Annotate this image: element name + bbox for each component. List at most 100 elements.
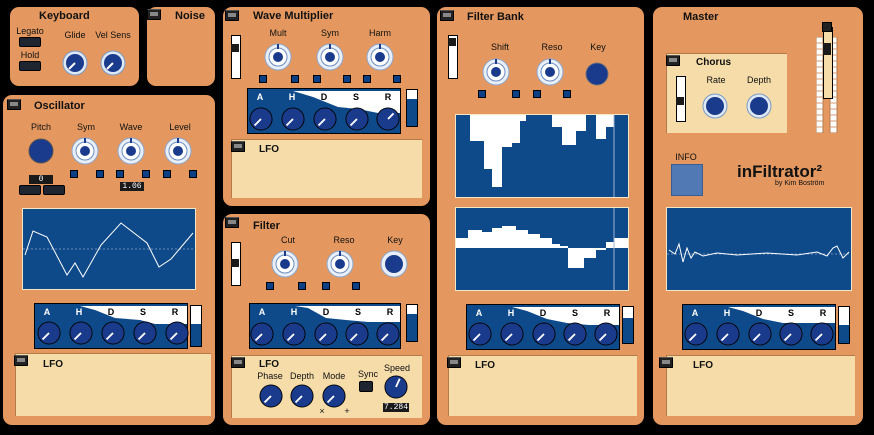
shift-lfo-led[interactable] [478,90,486,98]
filter-slider[interactable] [231,242,241,286]
level-lfo-led[interactable] [163,170,171,178]
fb-lfo-toggle[interactable] [447,357,461,368]
fb-release-knob[interactable] [594,322,618,346]
mult-lfo-led[interactable] [259,75,267,83]
oscillator-attack-knob[interactable] [37,321,61,345]
glide-knob[interactable] [62,50,88,76]
cut-knob[interactable] [271,250,299,278]
wm-sym-knob[interactable] [316,43,344,71]
sym-env-led[interactable] [96,170,104,178]
filter-decay-knob[interactable] [314,322,338,346]
level-knob[interactable] [164,137,192,165]
volume-meter [815,36,838,134]
shift-env-led[interactable] [512,90,520,98]
level-env-led[interactable] [189,170,197,178]
fb-reso-knob[interactable] [536,58,564,86]
master-attack-knob[interactable] [684,322,708,346]
master-sustain-knob[interactable] [779,322,803,346]
oscillator-release-knob[interactable] [165,321,189,345]
oscillator-lfo-toggle[interactable] [14,355,28,366]
filter-bank-shape-display[interactable] [455,207,629,291]
wm-sym-lfo-led[interactable] [313,75,321,83]
info-button[interactable] [671,164,703,196]
master-volume-slider[interactable] [823,27,833,99]
harm-env-led[interactable] [393,75,401,83]
vel-sens-knob[interactable] [100,50,126,76]
master-hold-knob[interactable] [716,322,740,346]
master-env-level-bar[interactable] [838,306,850,344]
legato-button[interactable] [19,37,41,47]
filter-lfo-toggle[interactable] [231,357,245,368]
harm-knob[interactable] [366,43,394,71]
wm-release-knob[interactable] [376,107,400,131]
filter-sustain-knob[interactable] [345,322,369,346]
mult-env-led[interactable] [291,75,299,83]
filter-toggle[interactable] [225,217,239,228]
cut-lfo-led[interactable] [266,282,274,290]
pitch-up-button[interactable] [43,185,65,195]
wave-multiplier-toggle[interactable] [225,10,239,21]
fb-key-knob[interactable] [585,62,609,86]
chorus-toggle[interactable] [666,55,680,66]
wave-lfo-led[interactable] [116,170,124,178]
chorus-depth-knob[interactable] [746,93,772,119]
shift-knob[interactable] [482,58,510,86]
filter-reso-lfo-led[interactable] [322,282,330,290]
filter-release-knob[interactable] [376,322,400,346]
lfo-mode-knob[interactable] [322,384,346,408]
pitch-down-button[interactable] [19,185,41,195]
wm-sym-env-led[interactable] [343,75,351,83]
cut-env-led[interactable] [298,282,306,290]
oscillator-sustain-knob[interactable] [133,321,157,345]
wm-sustain-knob[interactable] [345,107,369,131]
fb-decay-knob[interactable] [532,322,556,346]
wm-attack-knob[interactable] [249,107,273,131]
mult-knob[interactable] [264,43,292,71]
master-release-knob[interactable] [810,322,834,346]
lfo-sync-button[interactable] [359,381,373,392]
wave-label: Wave [119,122,143,132]
filter-attack-knob[interactable] [250,322,274,346]
filter-reso-env-led[interactable] [352,282,360,290]
chorus-mix-slider[interactable] [676,76,686,122]
master-volume-cap[interactable] [823,42,831,55]
fb-sustain-knob[interactable] [563,322,587,346]
fb-reso-env-led[interactable] [563,90,571,98]
filter-bank-gain-display[interactable] [455,114,629,198]
wm-lfo-toggle[interactable] [231,141,245,152]
hold-button[interactable] [19,61,41,71]
master-decay-knob[interactable] [748,322,772,346]
lfo-phase-knob[interactable] [259,384,283,408]
filter-bank-slider[interactable] [448,35,458,79]
lfo-speed-knob[interactable] [384,375,408,399]
info-label: INFO [675,152,697,162]
harm-lfo-led[interactable] [363,75,371,83]
wm-hold-knob[interactable] [281,107,305,131]
filter-reso-knob[interactable] [326,250,354,278]
oscillator-hold-knob[interactable] [69,321,93,345]
oscillator-decay-knob[interactable] [101,321,125,345]
lfo-depth-knob[interactable] [290,384,314,408]
sym-lfo-led[interactable] [70,170,78,178]
oscillator-toggle[interactable] [7,99,21,110]
filter-title: Filter [253,220,280,232]
fb-env-level-bar[interactable] [622,306,634,344]
chorus-rate-knob[interactable] [702,93,728,119]
filter-bank-toggle[interactable] [440,10,454,21]
wm-env-level-bar[interactable] [406,89,418,127]
wave-env-led[interactable] [142,170,150,178]
filter-hold-knob[interactable] [282,322,306,346]
fb-attack-knob[interactable] [468,322,492,346]
fb-reso-lfo-led[interactable] [533,90,541,98]
filter-key-knob[interactable] [380,250,408,278]
noise-toggle[interactable] [147,9,161,20]
fb-hold-knob[interactable] [500,322,524,346]
sym-knob[interactable] [71,137,99,165]
master-lfo-toggle[interactable] [659,357,673,368]
filter-env-level-bar[interactable] [406,304,418,342]
pitch-knob[interactable] [28,138,54,164]
wave-multiplier-slider[interactable] [231,35,241,79]
wave-knob[interactable] [117,137,145,165]
oscillator-env-level-bar[interactable] [190,305,202,347]
wm-decay-knob[interactable] [313,107,337,131]
